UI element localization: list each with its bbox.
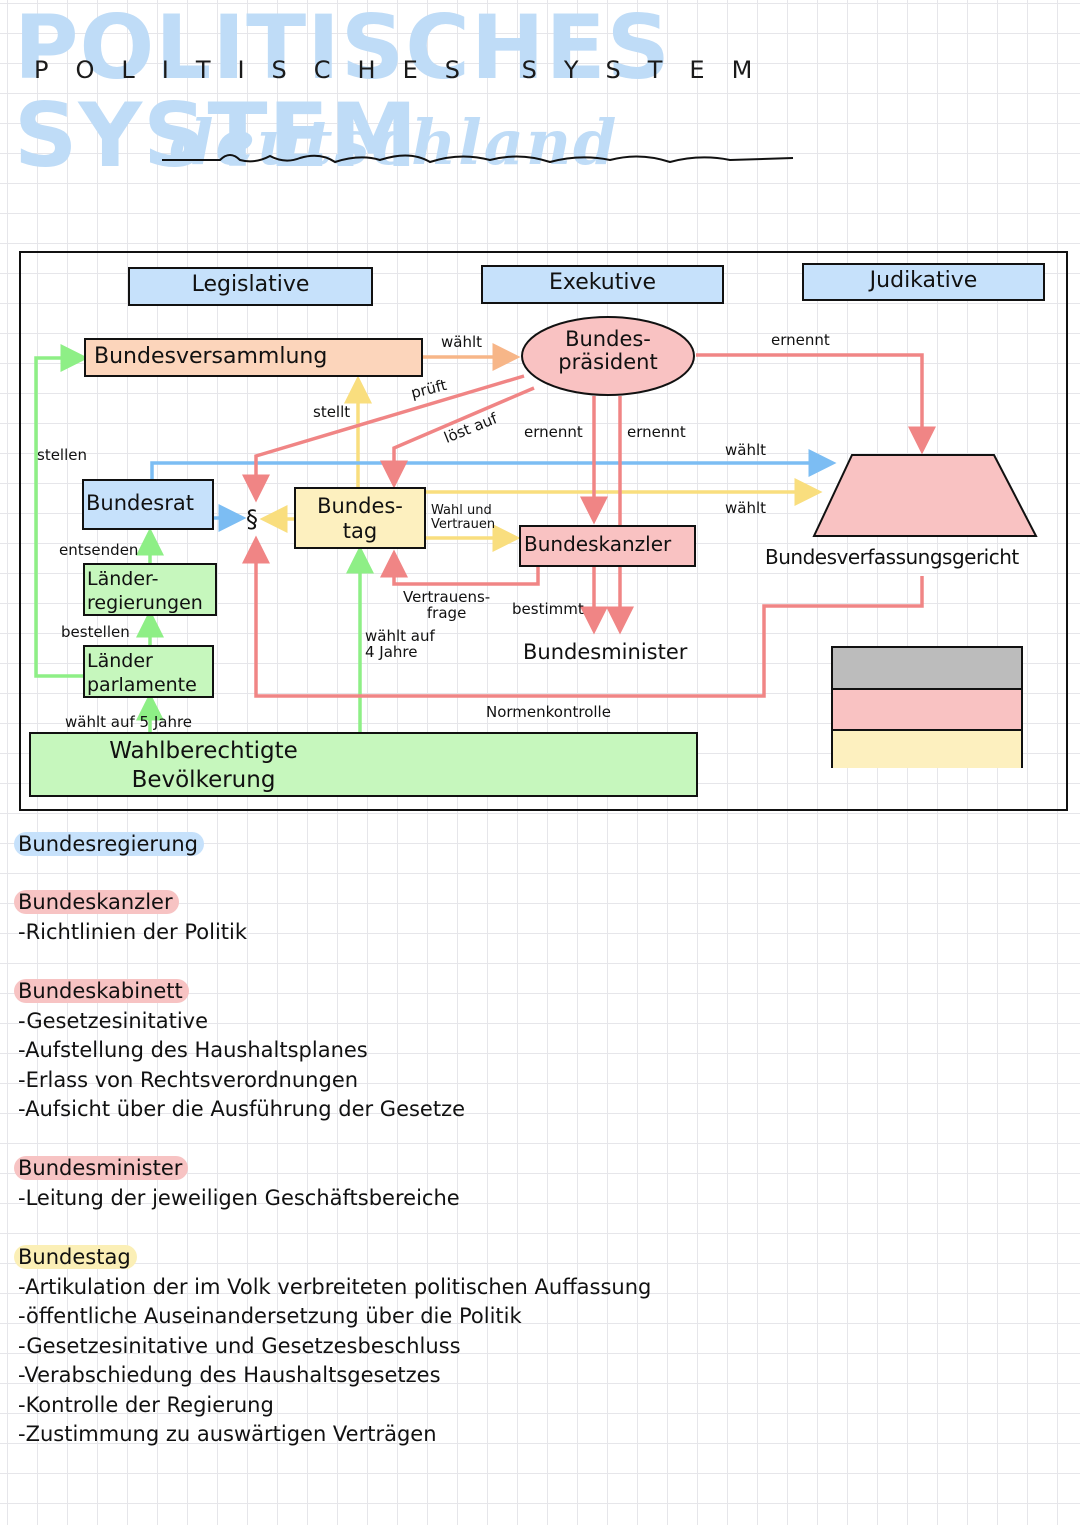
note-item: -Artikulation der im Volk verbreiteten p… bbox=[18, 1274, 652, 1299]
label-ernennt-bverfg: ernennt bbox=[771, 331, 830, 349]
label-entsenden: entsenden bbox=[59, 541, 139, 559]
bverfg-shape bbox=[812, 454, 1038, 537]
node-paragraph: § bbox=[246, 505, 258, 533]
subtitle-script-line bbox=[162, 154, 794, 164]
notes-bundeskabinett: Bundeskabinett -Gesetzesinitative -Aufst… bbox=[14, 977, 466, 1125]
arrow-vertrauensfrage bbox=[380, 549, 540, 586]
note-item: -Gesetzesinitative bbox=[18, 1008, 209, 1033]
header-judicative: Judikative bbox=[802, 263, 1045, 301]
node-bevoelkerung: Wahlberechtigte Bevölkerung bbox=[29, 732, 698, 797]
vertrauensfrage-line2: frage bbox=[426, 603, 467, 622]
note-item: -Kontrolle der Regierung bbox=[18, 1392, 274, 1417]
notes-bundesminister: Bundesminister -Leitung der jeweiligen G… bbox=[14, 1154, 460, 1213]
laenderregierungen-line1: Länder- bbox=[87, 568, 159, 590]
label-vertrauensfrage: Vertrauens- frage bbox=[403, 588, 491, 622]
bevoelkerung-line1: Wahlberechtigte bbox=[109, 738, 298, 764]
note-heading: Bundestag bbox=[14, 1245, 137, 1269]
label-normenkontrolle: Normenkontrolle bbox=[486, 703, 611, 721]
arrow-loest-auf bbox=[380, 386, 535, 489]
label-bestimmt: bestimmt bbox=[512, 600, 584, 618]
header-executive: Exekutive bbox=[481, 265, 724, 304]
node-bundeskanzler: Bundeskanzler bbox=[519, 525, 696, 567]
label-ernennt-kanzler: ernennt bbox=[524, 423, 583, 441]
notes-bundestag: Bundestag -Artikulation der im Volk verb… bbox=[14, 1243, 652, 1450]
label-waehlt-br-bverfg: wählt bbox=[725, 441, 767, 459]
german-flag bbox=[831, 646, 1023, 768]
label-waehlt-4-jahre: wählt auf 4 Jahre bbox=[365, 627, 435, 661]
label-waehlt-bp: wählt bbox=[441, 333, 483, 351]
label-ernennt-minister: ernennt bbox=[627, 423, 686, 441]
node-bundesminister: Bundesminister bbox=[523, 640, 688, 664]
label-waehlt-bt-bverfg: wählt bbox=[725, 499, 767, 517]
bundespraesident-shape bbox=[521, 316, 695, 396]
notes-bundesregierung: Bundesregierung bbox=[14, 830, 204, 860]
node-laenderregierungen: Länder- regierungen bbox=[83, 563, 217, 616]
bundestag-line2: tag bbox=[342, 519, 378, 543]
node-bundesrat: Bundesrat bbox=[82, 479, 214, 530]
vertrauensfrage-line1: Vertrauens- bbox=[403, 588, 491, 606]
note-item: -Gesetzesinitative und Gesetzesbeschluss bbox=[18, 1333, 461, 1358]
node-bundestag: Bundes- tag bbox=[294, 487, 426, 549]
note-heading: Bundeskanzler bbox=[14, 890, 179, 914]
laenderregierungen-line2: regierungen bbox=[87, 592, 203, 614]
node-bundesversammlung: Bundesversammlung bbox=[84, 338, 423, 377]
flag-stripe-red bbox=[833, 690, 1021, 731]
node-laenderparlamente: Länder parlamente bbox=[83, 645, 214, 698]
note-item: -Verabschiedung des Haushaltsgesetzes bbox=[18, 1363, 441, 1387]
laenderparlamente-line1: Länder bbox=[87, 650, 153, 672]
label-wahl-vertrauen: Wahl und Vertrauen bbox=[431, 504, 495, 531]
notes-bundeskanzler: Bundeskanzler -Richtlinien der Politik bbox=[14, 888, 248, 947]
flag-stripe-black bbox=[833, 648, 1021, 690]
bundespraesident-line1: Bundes- bbox=[565, 327, 651, 351]
label-bestellen: bestellen bbox=[61, 623, 130, 641]
flag-stripe-gold bbox=[833, 731, 1021, 768]
note-item: -Richtlinien der Politik bbox=[18, 919, 248, 944]
note-heading: Bundeskabinett bbox=[14, 979, 189, 1003]
note-item: -Leitung der jeweiligen Geschäftsbereich… bbox=[18, 1185, 460, 1210]
note-heading: Bundesregierung bbox=[14, 832, 204, 856]
note-item: -Erlass von Rechtsverordnungen bbox=[18, 1067, 359, 1092]
note-item: -Aufstellung des Haushaltsplanes bbox=[18, 1038, 368, 1062]
wahl-vertrauen-line2: Vertrauen bbox=[431, 516, 496, 532]
arrow-prueft bbox=[242, 374, 525, 503]
page-title: POLITISCHES SYSTEM bbox=[34, 56, 780, 84]
bevoelkerung-line2: Bevölkerung bbox=[131, 767, 276, 793]
node-bundesverfassungsgericht: Bundesverfassungsgericht bbox=[765, 545, 1019, 569]
header-legislative: Legislative bbox=[128, 267, 373, 306]
arrow-stellen bbox=[34, 344, 89, 678]
waehlt-4-line2: 4 Jahre bbox=[365, 642, 418, 661]
laenderparlamente-line2: parlamente bbox=[87, 674, 197, 696]
title-shadow: POLITISCHES SYSTEM bbox=[14, 0, 671, 187]
note-item: -öffentliche Auseinandersetzung über die… bbox=[18, 1304, 522, 1328]
arrow-br-waehlt-bverfg bbox=[150, 449, 837, 488]
bundespraesident-line2: präsident bbox=[558, 350, 658, 374]
label-waehlt-5-jahre: wählt auf 5 Jahre bbox=[65, 713, 193, 731]
arrow-ernennt-bverfg bbox=[696, 353, 936, 455]
label-stellen: stellen bbox=[37, 446, 87, 464]
note-item: -Aufsicht über die Ausführung der Gesetz… bbox=[18, 1097, 466, 1121]
node-bundespraesident: Bundes- präsident bbox=[522, 328, 694, 374]
bundestag-line1: Bundes- bbox=[317, 494, 403, 518]
label-stellt: stellt bbox=[313, 403, 351, 421]
waehlt-4-line1: wählt auf bbox=[365, 627, 435, 645]
subtitle-shadow: deutschland bbox=[170, 106, 619, 179]
wahl-vertrauen-line1: Wahl und bbox=[431, 503, 492, 518]
note-item: -Zustimmung zu auswärtigen Verträgen bbox=[18, 1422, 437, 1446]
arrow-normenkontrolle bbox=[242, 535, 924, 698]
diagram-frame bbox=[19, 251, 1068, 811]
note-heading: Bundesminister bbox=[14, 1156, 189, 1180]
